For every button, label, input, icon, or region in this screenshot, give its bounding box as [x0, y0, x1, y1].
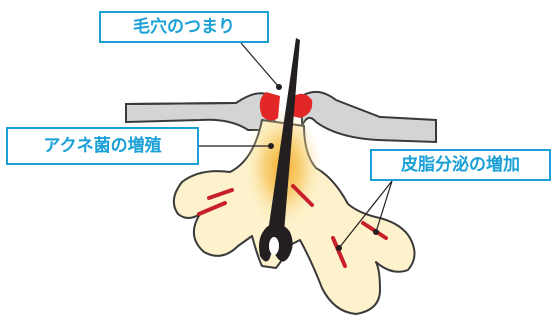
skin-surface-layer-right: [302, 92, 436, 142]
skin-surface-layer: [126, 93, 276, 130]
leader-dot-sebum-b: [373, 229, 379, 235]
acne-bacteria-label: アクネ菌の増殖: [6, 127, 199, 165]
pore-clog-label-text: 毛穴のつまり: [133, 19, 235, 36]
hair-papilla: [269, 237, 279, 255]
leader-line-clog: [241, 43, 278, 86]
acne-bacteria-label-text: アクネ菌の増殖: [43, 138, 161, 155]
pore-clog-left: [260, 92, 280, 121]
skin-surface-line: [126, 103, 236, 104]
sebum-increase-label: 皮脂分泌の増加: [370, 149, 551, 181]
sebum-increase-label-text: 皮脂分泌の増加: [401, 157, 520, 174]
leader-dot-clog: [276, 84, 282, 90]
leader-dot-sebum-a: [336, 245, 342, 251]
leader-dot-acne: [268, 143, 274, 149]
pore-clog-label: 毛穴のつまり: [99, 11, 269, 43]
